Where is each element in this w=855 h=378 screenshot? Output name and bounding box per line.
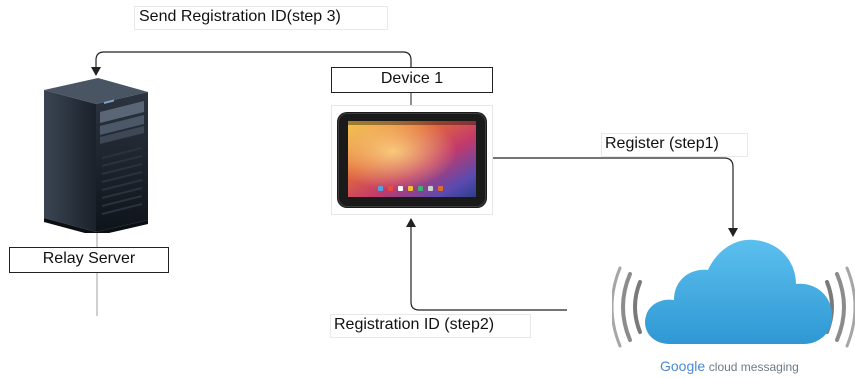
- arrow-step1: [491, 157, 738, 237]
- device-frame: [331, 105, 493, 215]
- device-label: Device 1: [331, 67, 493, 93]
- server-tower-icon: [44, 78, 148, 233]
- cloud-icon: [612, 239, 855, 348]
- arrow-step3: [91, 51, 412, 76]
- gcm-logo: Google cloud messaging: [660, 358, 799, 374]
- step3-label: Send Registration ID(step 3): [134, 6, 388, 30]
- google-wordmark: Google: [660, 358, 706, 374]
- cloud-messaging-wordmark: cloud messaging: [708, 360, 799, 374]
- tablet-icon: [337, 112, 487, 208]
- relay-server-label: Relay Server: [9, 247, 169, 273]
- arrow-step2: [406, 218, 567, 311]
- step1-label: Register (step1): [601, 133, 748, 157]
- step2-label: Registration ID (step2): [330, 314, 531, 338]
